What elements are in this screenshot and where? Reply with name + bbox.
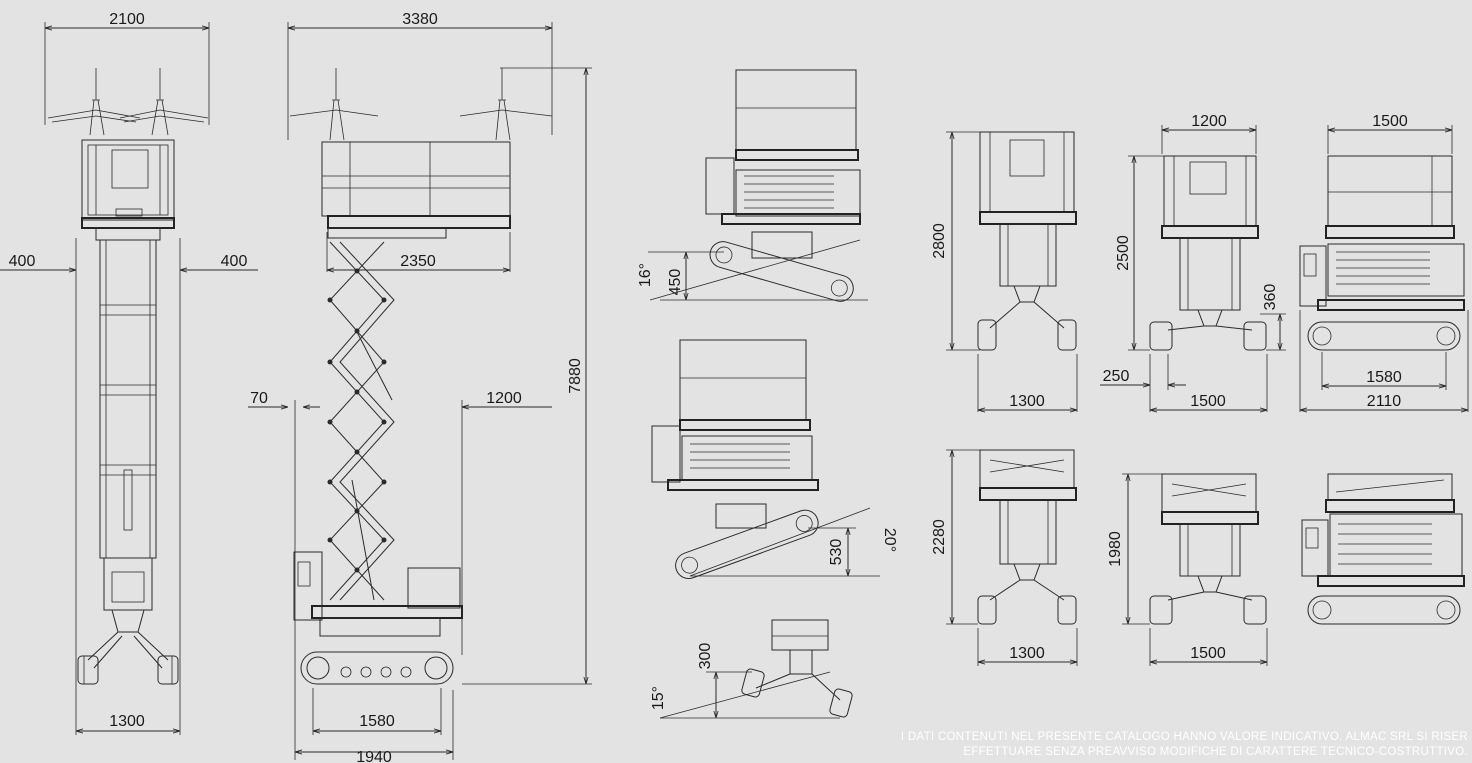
dim-front1-width: 1300 xyxy=(1009,393,1045,410)
small-front-view-1 xyxy=(977,131,1077,351)
side-view-dims xyxy=(248,22,592,760)
dim-slope-height-a: 450 xyxy=(667,269,684,296)
disclaimer: I DATI CONTENUTI NEL PRESENTE CATALOGO H… xyxy=(848,730,1468,760)
small-front-view-2 xyxy=(1149,155,1267,351)
dim-side1-track-length: 1580 xyxy=(1366,369,1402,386)
dim-front-outreach-right: 400 xyxy=(221,253,248,270)
dim-side-front-offset: 1200 xyxy=(486,390,522,407)
dim-side1-total-length: 2110 xyxy=(1367,393,1402,410)
dim-side-track-length: 1580 xyxy=(359,713,395,730)
dim-side1-top-width: 1500 xyxy=(1372,113,1408,130)
small-front-view-4 xyxy=(1149,473,1267,625)
disclaimer-line-2: EFFETTUARE SENZA PREAVVISO MODIFICHE DI … xyxy=(963,746,1468,758)
dim-slope-angle-a: 16° xyxy=(637,263,654,287)
dim-side-total-length: 3380 xyxy=(402,11,438,28)
dim-side-platform-length: 2350 xyxy=(400,253,436,270)
small-front-view-4-dims xyxy=(1122,473,1268,666)
slope-view-2 xyxy=(651,339,819,580)
slope-view-3-dims xyxy=(659,671,840,719)
small-front-view-1-dims xyxy=(946,131,1078,412)
dim-slope-height-b: 530 xyxy=(828,539,845,566)
dimension-labels: 2100 400 400 1300 3380 2350 70 1200 7880… xyxy=(9,11,1408,763)
front-view-machine xyxy=(47,68,209,685)
small-front-view-3 xyxy=(977,449,1077,625)
dim-front-width: 2100 xyxy=(109,11,145,28)
small-side-view-1-dims xyxy=(1299,125,1469,412)
slope-view-3 xyxy=(741,619,853,718)
dim-side-rear-offset: 70 xyxy=(250,390,268,407)
dim-slope-height-c: 300 xyxy=(697,643,714,670)
small-side-view-1 xyxy=(1299,155,1465,351)
front-view-dims xyxy=(0,22,258,735)
dim-front2-clearance: 360 xyxy=(1262,284,1279,311)
dim-slope-angle-c: 15° xyxy=(650,686,667,710)
dim-side-height: 7880 xyxy=(567,358,584,394)
dim-front2-width: 1500 xyxy=(1190,393,1226,410)
side-view-machine xyxy=(289,68,553,685)
dim-front3-height: 2280 xyxy=(931,519,948,555)
small-front-view-3-dims xyxy=(946,449,1078,666)
dim-front3-width: 1300 xyxy=(1009,645,1045,662)
slope-view-2-dims xyxy=(689,507,880,577)
dim-side-base-length: 1940 xyxy=(356,749,392,763)
dim-front2-top-width: 1200 xyxy=(1191,113,1227,130)
dim-front4-height: 1980 xyxy=(1107,531,1124,567)
slope-view-1-dims xyxy=(648,239,868,301)
dim-front1-height: 2800 xyxy=(931,223,948,259)
dim-front4-width: 1500 xyxy=(1190,645,1226,662)
dim-front2-offset: 250 xyxy=(1103,368,1130,385)
dim-slope-angle-b: 20° xyxy=(881,528,898,552)
dim-front-outreach-left: 400 xyxy=(9,253,36,270)
disclaimer-line-1: I DATI CONTENUTI NEL PRESENTE CATALOGO H… xyxy=(900,731,1468,743)
dim-front-base-width: 1300 xyxy=(109,713,145,730)
slope-view-1 xyxy=(705,69,861,302)
small-side-view-2 xyxy=(1301,473,1465,625)
dim-front2-height: 2500 xyxy=(1115,235,1132,271)
small-front-view-2-dims xyxy=(1100,125,1286,412)
